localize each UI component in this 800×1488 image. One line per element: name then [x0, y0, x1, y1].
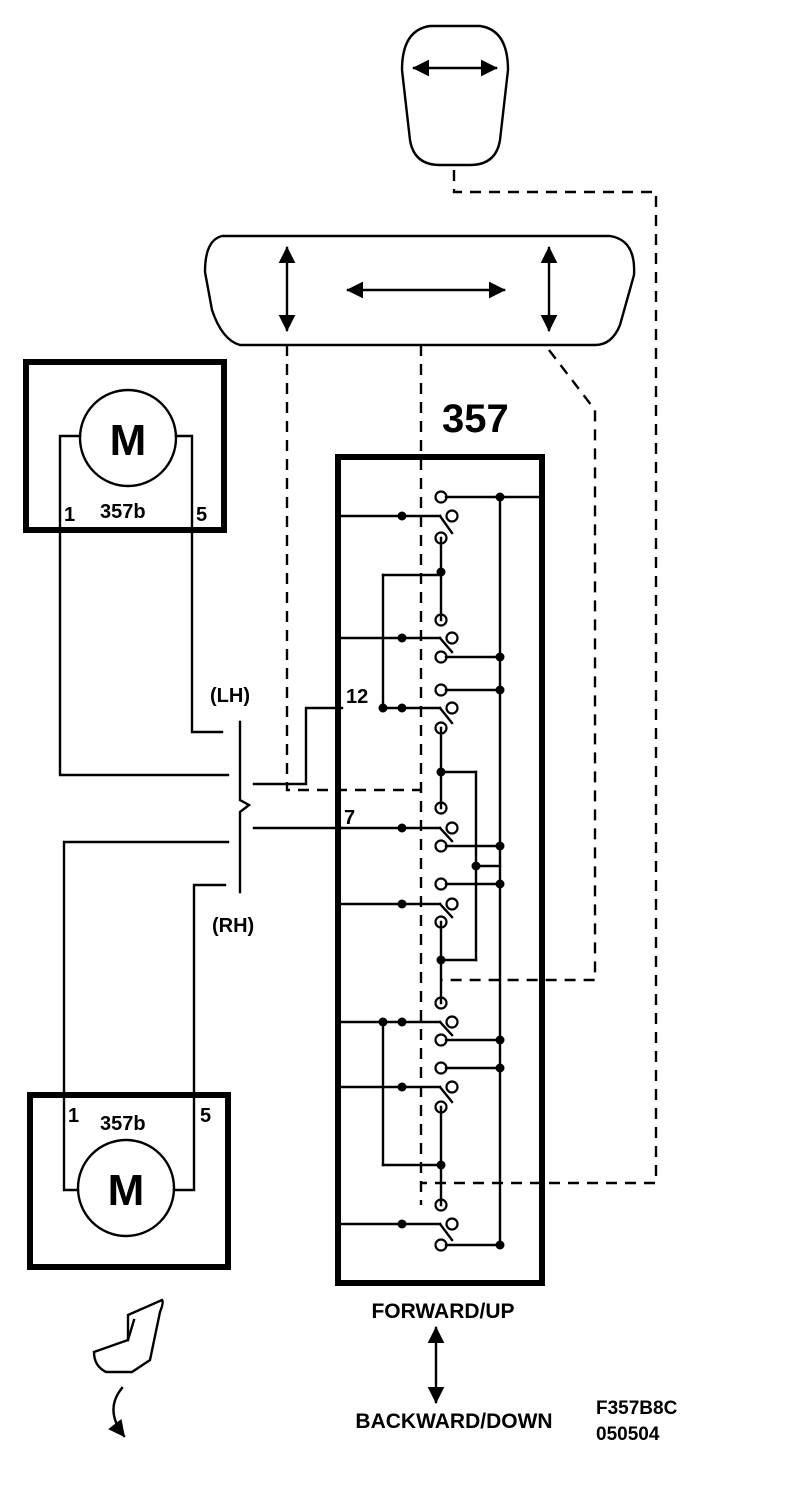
- junction-dot: [495, 879, 505, 889]
- junction-dot: [397, 1082, 407, 1092]
- junction-dot: [397, 1017, 407, 1027]
- junction-dot: [378, 703, 388, 713]
- contact-terminal: [445, 701, 459, 715]
- switch-block-label: 357: [442, 397, 509, 441]
- direction-indicator: FORWARD/UP BACKWARD/DOWN: [355, 1300, 552, 1433]
- motor-top-pin-5: 5: [196, 504, 207, 526]
- internal-wire: [438, 1020, 454, 1037]
- internal-wire: [438, 1222, 454, 1242]
- motor-bottom-ref: 357b: [100, 1113, 146, 1135]
- backward-down-label: BACKWARD/DOWN: [355, 1410, 552, 1433]
- junction-dot: [397, 633, 407, 643]
- mechanical-linkage: [285, 170, 658, 1205]
- internal-wire: [438, 902, 454, 919]
- junction-dot: [495, 492, 505, 502]
- motor-bottom-pin-5: 5: [200, 1105, 211, 1127]
- junction-dot: [436, 767, 446, 777]
- motor-bottom-pin-1: 1: [68, 1105, 79, 1127]
- internal-wire: [438, 1085, 454, 1104]
- junction-dot: [436, 955, 446, 965]
- switch-paddle-icon: [203, 234, 636, 347]
- junction-dot: [471, 861, 481, 871]
- contact-terminal: [445, 631, 459, 645]
- junction-dot: [397, 899, 407, 909]
- motor-top-pin-1: 1: [64, 504, 75, 526]
- motor-top-ref: 357b: [100, 501, 146, 523]
- contact-terminal: [445, 1015, 459, 1029]
- contact-terminal: [445, 509, 459, 523]
- figure-date: 050504: [596, 1424, 660, 1445]
- junction-dot: [495, 841, 505, 851]
- junction-dot: [378, 1017, 388, 1027]
- switch-block: 357: [335, 397, 545, 1286]
- contact-terminal: [445, 821, 459, 835]
- junction-dot: [495, 1035, 505, 1045]
- motor-bottom-symbol: M: [108, 1166, 145, 1215]
- rotation-arrow-icon: [108, 1386, 126, 1438]
- internal-wire: [438, 826, 454, 843]
- contact-terminal: [445, 1217, 459, 1231]
- motor-bottom: M 1 357b 5: [27, 1091, 231, 1270]
- internal-wire: [438, 514, 454, 535]
- switch-block-outline: [335, 454, 545, 1286]
- figure-code: F357B8C: [596, 1398, 678, 1419]
- contact-terminal: [445, 897, 459, 911]
- contact-terminal: [445, 1080, 459, 1094]
- pin-12-label: 12: [346, 686, 368, 708]
- junction-dot: [397, 511, 407, 521]
- internal-wire: [438, 706, 454, 725]
- junction-dot: [495, 1240, 505, 1250]
- harness-wiring: (LH) (RH) 12 7: [58, 530, 368, 1095]
- seat-icon: [92, 1298, 164, 1374]
- junction-dot: [495, 685, 505, 695]
- motor-top-symbol: M: [110, 416, 147, 465]
- pin-7-label: 7: [344, 807, 355, 829]
- junction-dot: [397, 823, 407, 833]
- junction-dot: [436, 1160, 446, 1170]
- side-lh-label: (LH): [210, 685, 250, 707]
- junction-dot: [495, 652, 505, 662]
- switch-contacts: [340, 490, 543, 1252]
- internal-wire: [438, 636, 454, 654]
- motor-top: M 1 357b 5: [23, 359, 227, 534]
- side-rh-label: (RH): [212, 915, 254, 937]
- forward-up-label: FORWARD/UP: [371, 1300, 514, 1323]
- junction-dot: [397, 1219, 407, 1229]
- junction-dot: [397, 703, 407, 713]
- selector-knob-icon: [400, 24, 510, 167]
- junction-dot: [495, 1063, 505, 1073]
